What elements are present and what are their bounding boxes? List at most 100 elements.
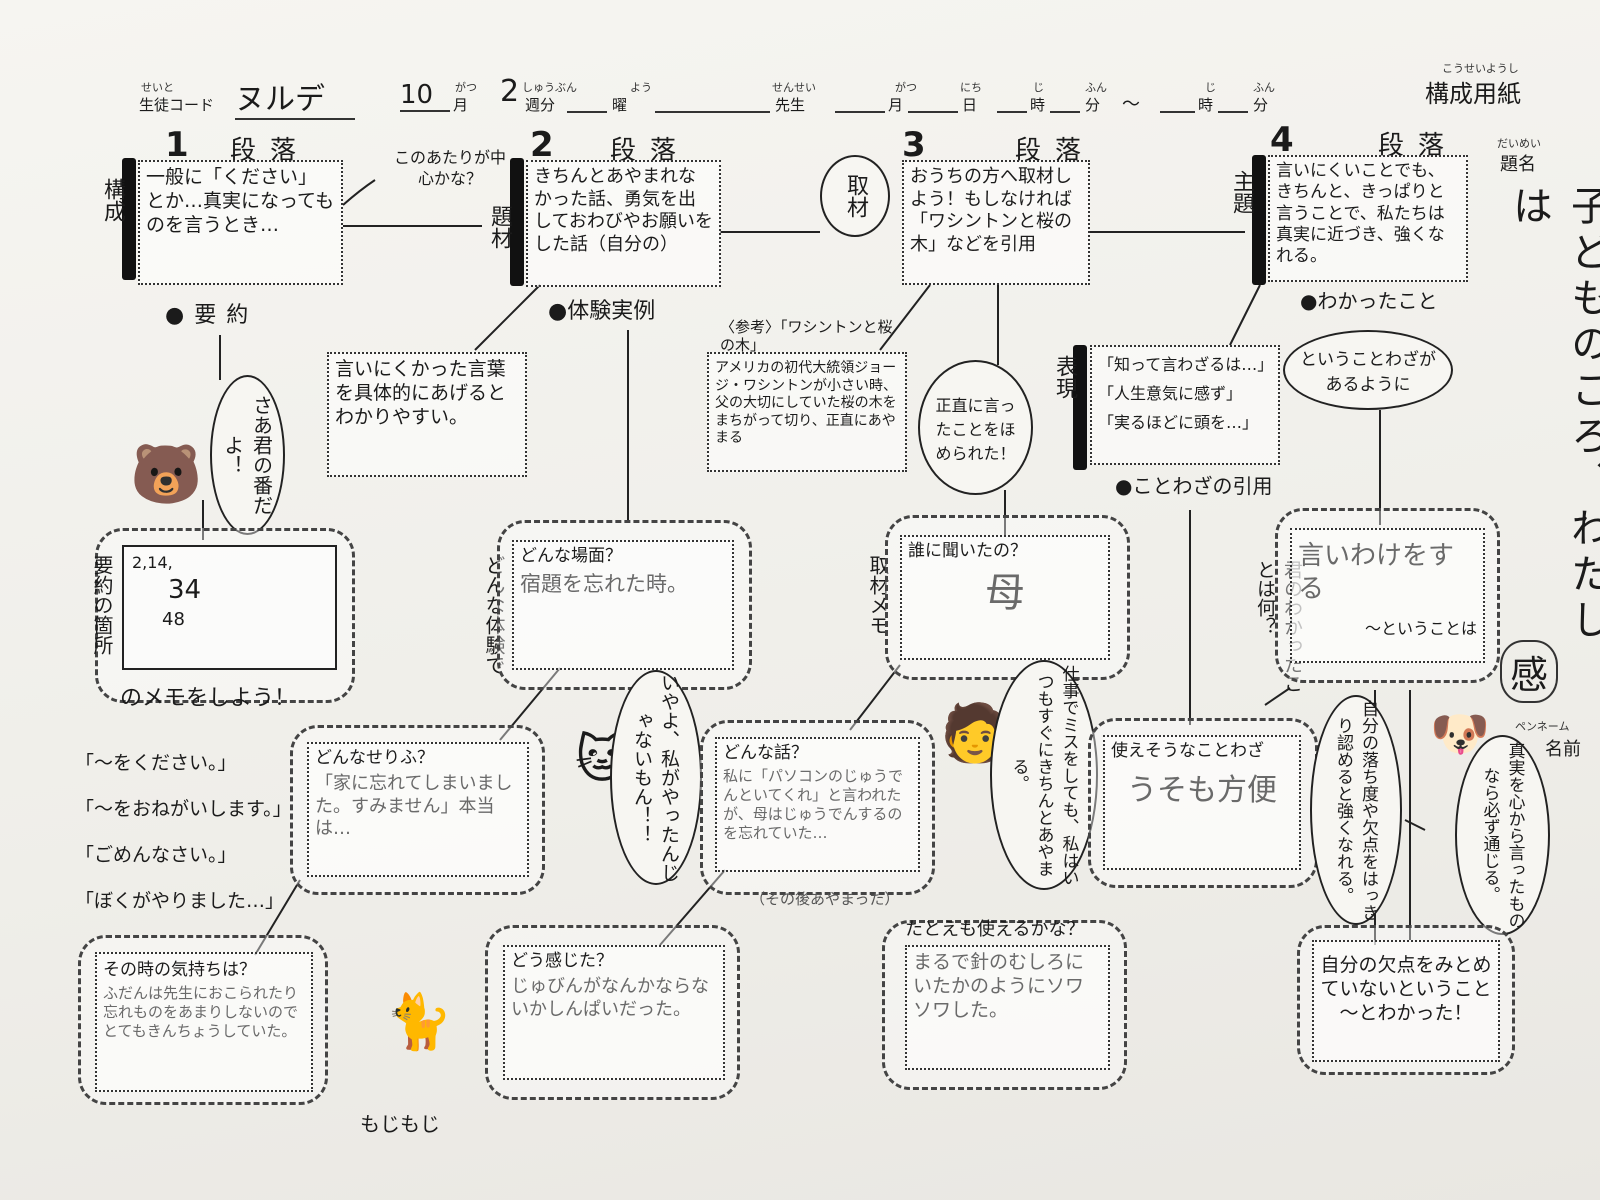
title-furigana: だいめい	[1497, 137, 1541, 150]
furigana-min-2: ふん	[1253, 81, 1275, 94]
paragraph-marker	[122, 158, 136, 280]
time-hour-blank[interactable]	[997, 111, 1027, 113]
scene-answer: 宿題を忘れた時。	[520, 572, 688, 597]
penname-furigana: ペンネーム	[1515, 720, 1570, 733]
summary-side-label: 要約の箇所	[90, 555, 114, 655]
metaphor-label: たとえも使えるかな？	[905, 919, 1085, 940]
essay-title-mark: 感	[1500, 640, 1559, 703]
usable-proverb-label: 使えそうなことわざ	[1111, 741, 1264, 761]
story-answer: 私に「パソコンのじゅうでんといてくれ」と言われたが、母はじゅうでんするのを忘れて…	[723, 767, 904, 842]
time-min2-blank[interactable]	[1218, 111, 1248, 113]
who-label: 誰に聞いたの？	[908, 541, 1027, 561]
teacher-label: 先生	[775, 96, 806, 114]
memo-value-2: 34	[168, 574, 202, 605]
washington-title: 〈参考〉「ワシントンと桜の木」	[720, 318, 893, 354]
proverb-item: 「知って言わざるは…」	[1098, 355, 1274, 374]
date-day-blank[interactable]	[908, 111, 958, 113]
furigana-min: ふん	[1085, 81, 1107, 94]
time-min2-label: 分	[1253, 96, 1269, 114]
words-answer: 「家に忘れてしまいました。すみません」本当は…	[315, 773, 513, 840]
furigana-week: しゅうぶん	[522, 81, 577, 94]
week-value: 2	[500, 74, 520, 109]
time-hour2-blank[interactable]	[1160, 111, 1195, 113]
time-range-tilde: ～	[1122, 94, 1140, 115]
quote-example: 「～をください。」	[75, 752, 237, 774]
scene-label: どんな場面？	[520, 546, 622, 566]
time-min-label: 分	[1085, 96, 1101, 114]
date-month-label: 月	[888, 96, 904, 114]
fault-speech-bubble: 自分の落ち度や欠点をはっきり認めると強くなれる。	[1310, 695, 1402, 925]
furigana-teacher: せんせい	[772, 81, 816, 94]
bear-speech-bubble: さあ君の番だよ！	[210, 375, 285, 535]
paragraph-side-tag: 題材	[487, 205, 512, 249]
story-box[interactable]: どんな話？ 私に「パソコンのじゅうでんといてくれ」と言われたが、母はじゅうでんす…	[715, 737, 920, 872]
words-box[interactable]: どんなせりふ？ 「家に忘れてしまいました。すみません」本当は…	[307, 742, 529, 877]
sheet-title: 構成用紙	[1425, 80, 1521, 108]
paragraph-category: ●要約	[165, 303, 259, 328]
month-value: 10	[400, 80, 450, 112]
own-fault-box[interactable]: 自分の欠点をみとめていないということ～とわかった！	[1312, 940, 1500, 1062]
usable-proverb-answer: うそも方便	[1127, 773, 1277, 809]
excuse-sub: ～ということは	[1364, 619, 1477, 638]
paragraph-side-tag: 取材	[820, 155, 890, 237]
metaphor-box[interactable]: まるで針のむしろにいたかのようにソワソワした。	[905, 945, 1110, 1070]
date-month-blank[interactable]	[835, 111, 885, 113]
excuse-box[interactable]: 言いわけをする ～ということは	[1290, 528, 1485, 663]
cat-fidget-icon: 🐈	[385, 990, 453, 1053]
paragraph-marker	[510, 158, 524, 286]
mojimoji-text: もじもじ	[360, 1112, 440, 1136]
teacher-blank[interactable]	[655, 111, 770, 113]
paragraph-number: 4	[1270, 120, 1294, 160]
proverbs-box: 「知って言わざるは…」 「人生意気に感ず」 「実るほどに頭を…」	[1090, 345, 1280, 465]
proverb-side-tag: 表現	[1052, 355, 1077, 399]
praise-speech-bubble: 正直に言ったことをほめられた！	[918, 360, 1033, 495]
quote-example: 「ぼくがやりました…」	[75, 890, 285, 912]
student-code-label: 生徒コード	[139, 96, 215, 114]
time-hour-label: 時	[1030, 96, 1046, 114]
furigana-title: こうせいようし	[1442, 62, 1519, 75]
mom-speech-bubble: 仕事でミスをしても、私はいつもすぐにきちんとあやまる。	[990, 660, 1098, 890]
proverb-speech-bubble: ということわざがあるように	[1283, 330, 1453, 410]
dow-blank[interactable]	[567, 111, 607, 113]
usable-proverb-box[interactable]: 使えそうなことわざ うそも方便	[1103, 735, 1301, 870]
week-label: 週分	[525, 96, 556, 114]
quote-example: 「～をおねがいします。」	[75, 798, 292, 820]
furigana-hour-2: じ	[1205, 81, 1216, 94]
how-felt-label: どう感じた？	[511, 951, 613, 971]
memo-prompt: のメモをしよう！	[120, 686, 297, 711]
washington-box: アメリカの初代大統領ジョージ・ワシントンが小さい時、父の大切にしていた桜の木をま…	[707, 352, 907, 472]
paragraph-box[interactable]: 言いにくいことでも、きちんと、きっぱりと言うことで、私たちは真実に近づき、強くな…	[1268, 155, 1468, 282]
paragraph-side-tag: 構成	[100, 178, 125, 222]
quote-example: 「ごめんなさい。」	[75, 844, 237, 866]
quote-examples: 「～をください。」 「～をおねがいします。」 「ごめんなさい。」 「ぼくがやりま…	[75, 740, 292, 924]
furigana-hour: じ	[1033, 81, 1044, 94]
proverb-category: ●ことわざの引用	[1115, 474, 1273, 498]
month-label: 月	[453, 96, 469, 114]
proverb-item: 「実るほどに頭を…」	[1098, 412, 1259, 432]
paragraph-category: ●体験実例	[548, 299, 656, 324]
paragraph-number: 1	[165, 125, 189, 165]
furigana-day: にち	[960, 81, 982, 94]
summary-memo-box[interactable]: 2,14, 34 48	[122, 545, 337, 670]
feeling-box[interactable]: その時の気持ちは？ ふだんは先生におこられたり忘れものをあまりしないのでとてもき…	[95, 952, 313, 1092]
how-felt-box[interactable]: どう感じた？ じゅびんがなんかならないかしんぱいだった。	[503, 945, 725, 1080]
feeling-answer: ふだんは先生におこられたり忘れものをあまりしないのでとてもきんちょうしていた。	[103, 984, 299, 1040]
who-box[interactable]: 誰に聞いたの？ 母	[900, 535, 1110, 660]
paragraph-box[interactable]: きちんとあやまれなかった話、勇気を出しておわびやお願いをした話（自分の）	[526, 160, 721, 287]
student-code-value: ヌルデ	[235, 74, 355, 120]
excuse-answer: 言いわけをする	[1298, 541, 1455, 604]
story-note: （その後あやまった）	[750, 890, 900, 908]
feeling-label: その時の気持ちは？	[103, 960, 256, 980]
paragraph-box[interactable]: 一般に「ください」とか…真実になってものを言うとき…	[138, 160, 343, 285]
time-hour2-label: 時	[1198, 96, 1214, 114]
how-felt-answer: じゅびんがなんかならないかしんぱいだった。	[511, 976, 709, 1020]
furigana-month: がつ	[455, 81, 477, 94]
time-min-blank[interactable]	[1050, 111, 1080, 113]
paragraph-box[interactable]: おうちの方へ取材しよう！もしなければ「ワシントンと桜の木」などを引用	[902, 160, 1090, 285]
bear-icon: 🐻	[130, 440, 203, 508]
story-label: どんな話？	[723, 743, 808, 763]
scene-box[interactable]: どんな場面？ 宿題を忘れた時。	[512, 540, 734, 670]
proverb-marker	[1073, 345, 1087, 470]
words-label: どんなせりふ？	[315, 748, 434, 768]
